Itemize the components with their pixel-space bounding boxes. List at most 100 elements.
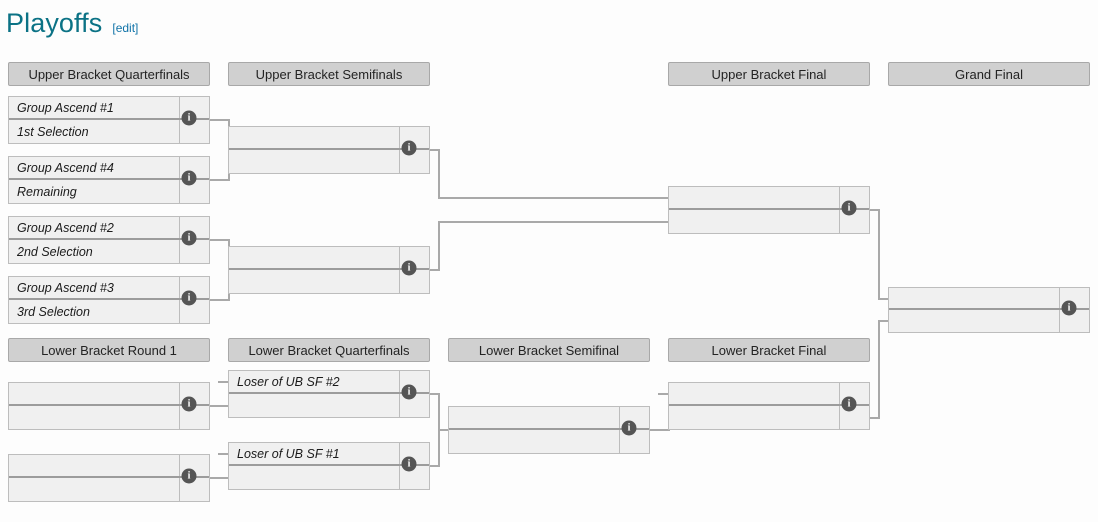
match-row[interactable]: Group Ascend #3 i (9, 277, 209, 306)
opponent-name: Group Ascend #2 (9, 217, 180, 238)
info-icon[interactable]: i (401, 384, 417, 400)
opponent-name (229, 247, 400, 268)
connector-ubf-top-in (438, 197, 670, 199)
opponent-name (229, 150, 400, 173)
match-row[interactable]: i (9, 383, 209, 412)
match-row[interactable] (229, 466, 429, 489)
edit-section-link[interactable]: [edit] (112, 21, 139, 35)
connector-ubf-drop (878, 209, 880, 300)
match-row[interactable] (229, 270, 429, 293)
opponent-name (669, 187, 840, 208)
match-lb-r1-1[interactable]: i (8, 382, 210, 430)
opponent-name (669, 383, 840, 404)
connector-ubqf1-out (208, 119, 230, 121)
connector-lbf-out (868, 417, 880, 419)
connector-ubf-bottom-in (438, 221, 670, 223)
info-icon[interactable]: i (621, 420, 637, 436)
connector-ubqf2-out (208, 179, 230, 181)
opponent-name (9, 478, 180, 501)
match-row[interactable] (889, 310, 1089, 332)
match-row[interactable]: i (9, 455, 209, 484)
match-row[interactable]: Group Ascend #1 i (9, 97, 209, 126)
match-row[interactable]: 3rd Selection (9, 300, 209, 323)
connector-ubf-out (868, 209, 880, 211)
connector-ubsf1-out (428, 149, 440, 151)
match-lb-qf-2[interactable]: Loser of UB SF #1 i (228, 442, 430, 490)
opponent-name (669, 406, 840, 429)
match-lb-final[interactable]: i (668, 382, 870, 430)
connector-ubqf3-out (208, 239, 230, 241)
match-lb-qf-1[interactable]: Loser of UB SF #2 i (228, 370, 430, 418)
match-ub-qf-3[interactable]: Group Ascend #2 i 2nd Selection (8, 216, 210, 264)
round-header-lb-quarterfinals: Lower Bracket Quarterfinals (228, 338, 430, 362)
opponent-name (9, 383, 180, 404)
match-row[interactable] (669, 406, 869, 429)
match-ub-final[interactable]: i (668, 186, 870, 234)
connector-lbf-rise (878, 320, 880, 419)
info-icon[interactable]: i (181, 170, 197, 186)
round-header-lb-final: Lower Bracket Final (668, 338, 870, 362)
opponent-name (229, 466, 400, 489)
match-row[interactable] (449, 430, 649, 453)
opponent-name: Group Ascend #1 (9, 97, 180, 118)
match-ub-qf-2[interactable]: Group Ascend #4 i Remaining (8, 156, 210, 204)
match-lb-semifinal[interactable]: i (448, 406, 650, 454)
match-row[interactable]: i (889, 288, 1089, 316)
info-icon[interactable]: i (181, 468, 197, 484)
opponent-name: 3rd Selection (9, 300, 180, 323)
match-row[interactable]: 2nd Selection (9, 240, 209, 263)
round-header-grand-final: Grand Final (888, 62, 1090, 86)
match-row[interactable]: i (669, 187, 869, 216)
match-row[interactable]: Loser of UB SF #1 i (229, 443, 429, 472)
opponent-name (449, 430, 620, 453)
match-ub-sf-2[interactable]: i (228, 246, 430, 294)
match-row[interactable]: Remaining (9, 180, 209, 203)
round-header-lb-round-1: Lower Bracket Round 1 (8, 338, 210, 362)
connector-gf-top-in (878, 298, 890, 300)
match-row[interactable]: Group Ascend #4 i (9, 157, 209, 186)
opponent-name (229, 127, 400, 148)
round-header-ub-quarterfinals: Upper Bracket Quarterfinals (8, 62, 210, 86)
match-ub-qf-1[interactable]: Group Ascend #1 i 1st Selection (8, 96, 210, 144)
opponent-name: Group Ascend #3 (9, 277, 180, 298)
match-row[interactable] (9, 478, 209, 501)
match-row[interactable]: Group Ascend #2 i (9, 217, 209, 246)
match-row[interactable]: Loser of UB SF #2 i (229, 371, 429, 400)
connector-lbqf2-top-in (218, 453, 230, 455)
match-row[interactable] (9, 406, 209, 429)
match-row[interactable]: i (669, 383, 869, 412)
connector-lbqf1-top-in (218, 381, 230, 383)
info-icon[interactable]: i (841, 200, 857, 216)
info-icon[interactable]: i (841, 396, 857, 412)
connector-ubsf2-rise (438, 221, 440, 271)
opponent-name: 2nd Selection (9, 240, 180, 263)
info-icon[interactable]: i (181, 290, 197, 306)
opponent-name (229, 394, 400, 417)
info-icon[interactable]: i (181, 396, 197, 412)
info-icon[interactable]: i (401, 456, 417, 472)
match-row[interactable] (229, 150, 429, 173)
info-icon[interactable]: i (401, 140, 417, 156)
match-lb-r1-2[interactable]: i (8, 454, 210, 502)
match-row[interactable]: i (229, 247, 429, 276)
info-icon[interactable]: i (1061, 300, 1077, 316)
connector-lbqf1-out (428, 393, 440, 395)
opponent-name: Group Ascend #4 (9, 157, 180, 178)
info-icon[interactable]: i (181, 230, 197, 246)
match-ub-qf-4[interactable]: Group Ascend #3 i 3rd Selection (8, 276, 210, 324)
match-ub-sf-1[interactable]: i (228, 126, 430, 174)
match-row[interactable]: 1st Selection (9, 120, 209, 143)
match-row[interactable]: i (229, 127, 429, 156)
match-row[interactable]: i (449, 407, 649, 436)
match-row[interactable] (669, 210, 869, 233)
connector-ubsf1-drop (438, 149, 440, 199)
connector-lbsf-in (438, 429, 450, 431)
page-heading: Playoffs [edit] (6, 8, 138, 38)
info-icon[interactable]: i (181, 110, 197, 126)
match-grand-final[interactable]: i (888, 287, 1090, 333)
match-row[interactable] (229, 394, 429, 417)
info-icon[interactable]: i (401, 260, 417, 276)
opponent-name (889, 288, 1060, 308)
connector-lbr1a-out (208, 405, 230, 407)
